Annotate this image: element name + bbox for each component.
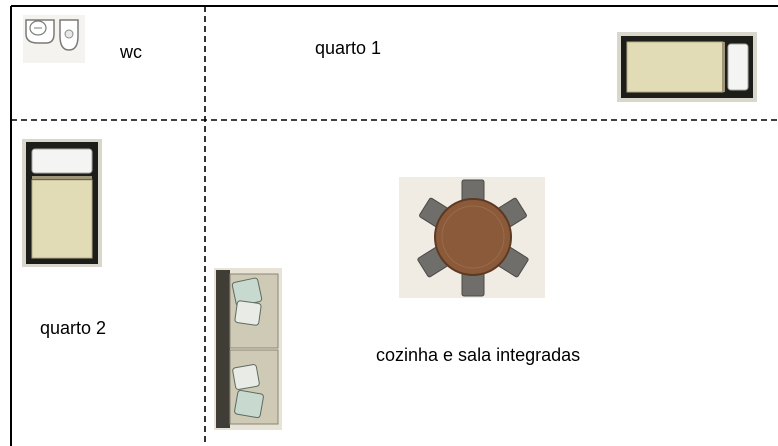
room-label-cozinha-sala: cozinha e sala integradas [376, 345, 581, 365]
wc-fixtures-icon [23, 15, 85, 63]
bed-quarto1-icon [617, 32, 757, 102]
room-label-wc: wc [120, 42, 142, 62]
room-label-quarto2: quarto 2 [40, 318, 107, 338]
sofa-icon [214, 268, 282, 430]
dining-table-icon [399, 177, 545, 298]
room-label-quarto1: quarto 1 [315, 38, 382, 58]
bed-quarto2-icon [22, 139, 102, 267]
